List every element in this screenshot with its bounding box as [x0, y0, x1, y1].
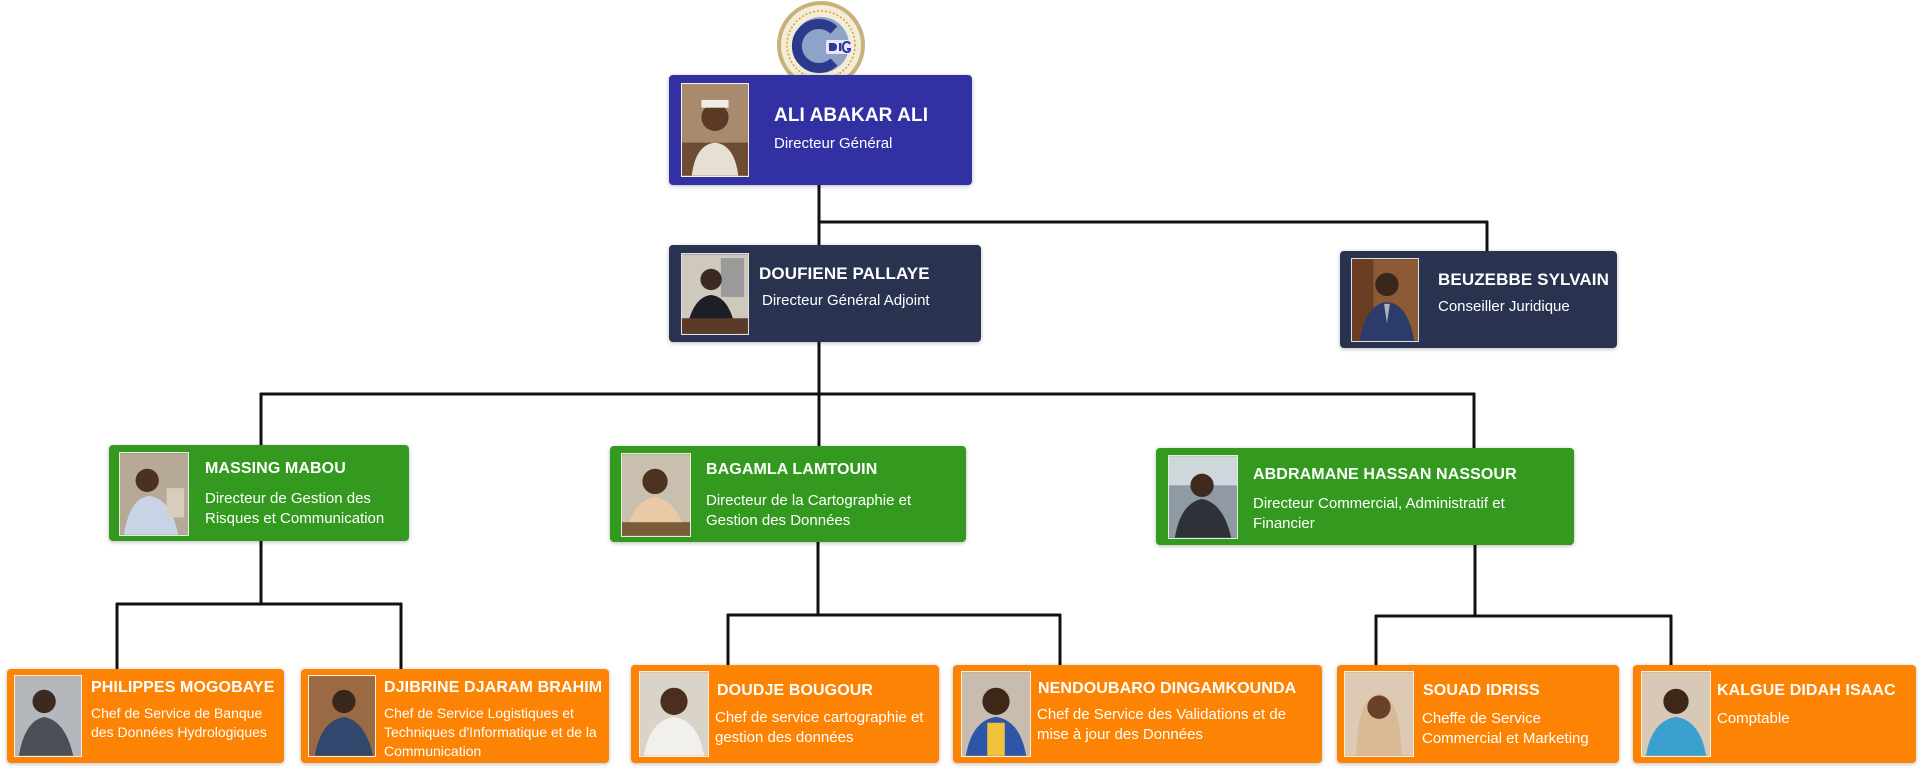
person-photo-icon	[640, 672, 708, 756]
photo-director-general	[681, 83, 749, 177]
role-legal-counsel: Conseiller Juridique	[1438, 298, 1570, 315]
role-service-validations: Chef de Service des Validations et de mi…	[1037, 706, 1287, 743]
role-director-general: Directeur Général	[774, 135, 893, 152]
node-service-validations: NENDOUBARO DINGAMKOUNDA Chef de Service …	[953, 665, 1322, 763]
person-photo-icon	[682, 254, 748, 334]
person-photo-icon	[962, 672, 1030, 756]
name-legal-counsel: BEUZEBBE SYLVAIN	[1438, 270, 1609, 289]
person-photo-icon	[1345, 672, 1413, 756]
photo-service-commercial-marketing	[1344, 671, 1414, 757]
name-service-commercial-marketing: SOUAD IDRISS	[1423, 682, 1540, 699]
node-director-cartography: BAGAMLA LAMTOUIN Directeur de la Cartogr…	[610, 446, 966, 542]
person-photo-icon	[1642, 672, 1710, 756]
photo-service-hydro-data	[14, 675, 82, 757]
name-service-hydro-data: PHILIPPES MOGOBAYE	[91, 679, 275, 696]
node-service-cartography: DOUDJE BOUGOUR Chef de service cartograp…	[631, 665, 939, 763]
photo-service-validations	[961, 671, 1031, 757]
photo-director-risks	[119, 452, 189, 536]
node-service-commercial-marketing: SOUAD IDRISS Cheffe de Service Commercia…	[1337, 665, 1619, 763]
photo-service-logistics-ict	[308, 675, 376, 757]
person-photo-icon	[1169, 456, 1237, 538]
node-accountant: KALGUE DIDAH ISAAC Comptable	[1633, 665, 1916, 763]
person-photo-icon	[15, 676, 81, 756]
role-service-logistics-ict: Chef de Service Logistiques et Technique…	[384, 705, 597, 759]
person-photo-icon	[682, 84, 748, 176]
node-director-general: ALI ABAKAR ALI Directeur Général	[669, 75, 972, 185]
name-deputy-director: DOUFIENE PALLAYE	[759, 264, 930, 283]
name-director-risks: MASSING MABOU	[205, 460, 346, 477]
node-director-risks: MASSING MABOU Directeur de Gestion des R…	[109, 445, 409, 541]
person-photo-icon	[1352, 259, 1418, 341]
name-director-general: ALI ABAKAR ALI	[774, 105, 929, 126]
name-service-validations: NENDOUBARO DINGAMKOUNDA	[1038, 680, 1297, 697]
role-director-risks: Directeur de Gestion des Risques et Comm…	[205, 490, 385, 527]
photo-accountant	[1641, 671, 1711, 757]
name-service-logistics-ict: DJIBRINE DJARAM BRAHIM	[384, 679, 603, 696]
photo-director-cartography	[621, 453, 691, 537]
node-legal-counsel: BEUZEBBE SYLVAIN Conseiller Juridique	[1340, 251, 1617, 348]
name-director-cartography: BAGAMLA LAMTOUIN	[706, 461, 878, 478]
role-director-commercial: Directeur Commercial, Administratif et F…	[1253, 495, 1505, 532]
name-service-cartography: DOUDJE BOUGOUR	[717, 682, 874, 699]
role-service-commercial-marketing: Cheffe de Service Commercial et Marketin…	[1422, 710, 1589, 747]
person-photo-icon	[622, 454, 690, 536]
node-service-hydro-data: PHILIPPES MOGOBAYE Chef de Service de Ba…	[7, 669, 284, 763]
photo-director-commercial	[1168, 455, 1238, 539]
node-deputy-director: DOUFIENE PALLAYE Directeur Général Adjoi…	[669, 245, 981, 342]
person-photo-icon	[120, 453, 188, 535]
node-service-logistics-ict: DJIBRINE DJARAM BRAHIM Chef de Service L…	[301, 669, 609, 763]
name-accountant: KALGUE DIDAH ISAAC	[1717, 682, 1896, 699]
role-deputy-director: Directeur Général Adjoint	[762, 292, 930, 309]
person-photo-icon	[309, 676, 375, 756]
photo-legal-counsel	[1351, 258, 1419, 342]
photo-service-cartography	[639, 671, 709, 757]
role-director-cartography: Directeur de la Cartographie et Gestion …	[706, 492, 912, 529]
role-service-cartography: Chef de service cartographie et gestion …	[715, 709, 924, 746]
role-accountant: Comptable	[1717, 710, 1790, 727]
role-service-hydro-data: Chef de Service de Banque des Données Hy…	[91, 705, 267, 740]
photo-deputy-director	[681, 253, 749, 335]
name-director-commercial: ABDRAMANE HASSAN NASSOUR	[1253, 466, 1517, 483]
node-director-commercial: ABDRAMANE HASSAN NASSOUR Directeur Comme…	[1156, 448, 1574, 545]
